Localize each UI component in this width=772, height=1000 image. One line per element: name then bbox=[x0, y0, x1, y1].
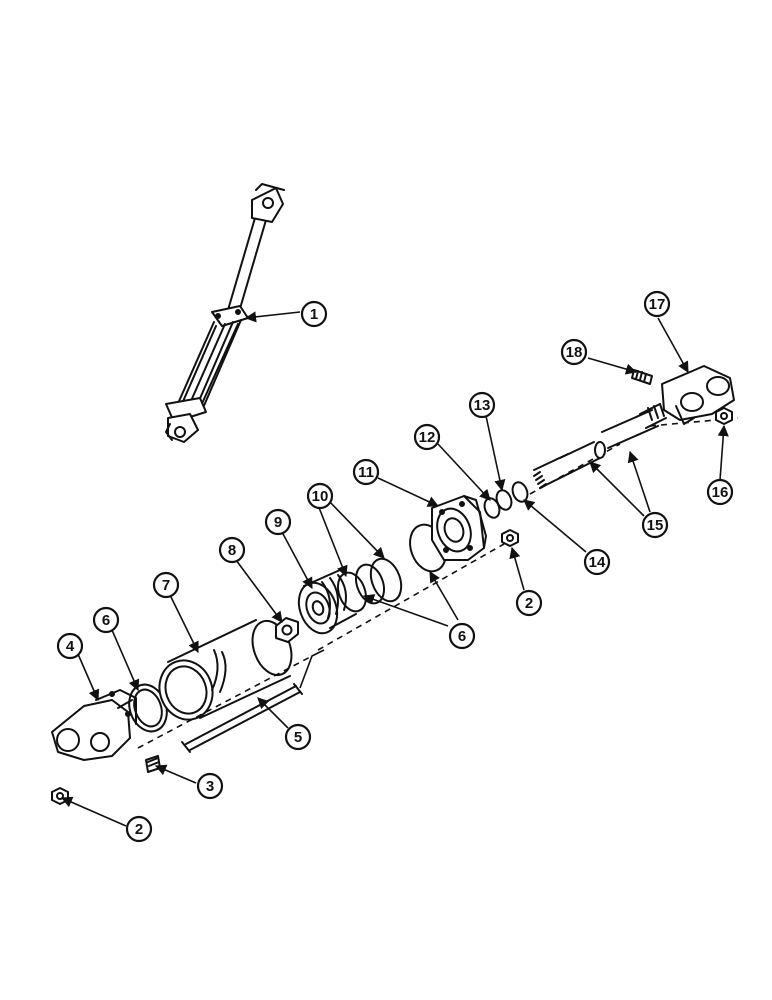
callout-7-label: 7 bbox=[162, 577, 170, 594]
callout-8-label: 8 bbox=[228, 542, 236, 559]
callout-14: 14 bbox=[583, 548, 611, 576]
callout-6-left: 6 bbox=[92, 606, 120, 634]
callout-2-lower-label: 2 bbox=[135, 821, 143, 838]
piston-part bbox=[297, 569, 357, 635]
callout-10-label: 10 bbox=[312, 488, 329, 505]
callout-13: 13 bbox=[468, 391, 496, 419]
callout-2-upper: 2 bbox=[515, 589, 543, 617]
callout-9-label: 9 bbox=[274, 514, 282, 531]
base-end-cap-part bbox=[51, 689, 137, 761]
callout-4: 4 bbox=[56, 632, 84, 660]
callout-1-label: 1 bbox=[310, 306, 318, 323]
nut-part-lower bbox=[51, 787, 69, 805]
callout-15: 15 bbox=[641, 511, 669, 539]
callout-16: 16 bbox=[706, 478, 734, 506]
callout-6-right: 6 bbox=[448, 622, 476, 650]
callout-15-label: 15 bbox=[647, 517, 664, 534]
callout-6-left-label: 6 bbox=[102, 612, 110, 629]
piston-nut-part bbox=[275, 617, 299, 643]
callout-3: 3 bbox=[196, 772, 224, 800]
wiper-seal-part bbox=[483, 497, 501, 519]
rod-end-head-part bbox=[431, 495, 487, 561]
callout-9: 9 bbox=[264, 508, 292, 536]
callout-1: 1 bbox=[300, 300, 328, 328]
leader-lines bbox=[60, 311, 729, 827]
callout-11-label: 11 bbox=[358, 464, 374, 481]
rod-seal-part bbox=[511, 481, 529, 503]
barrel-tube-part bbox=[158, 619, 293, 721]
callout-2-lower: 2 bbox=[125, 815, 153, 843]
callout-17-label: 17 bbox=[649, 296, 666, 313]
callout-4-label: 4 bbox=[66, 638, 75, 655]
callout-13-label: 13 bbox=[474, 397, 491, 414]
set-screw-part bbox=[145, 755, 161, 773]
back-up-ring-part bbox=[495, 489, 513, 511]
callout-14-label: 14 bbox=[589, 554, 606, 571]
callout-6-right-label: 6 bbox=[458, 628, 466, 645]
assembly-centerline bbox=[137, 417, 739, 749]
callout-10: 10 bbox=[306, 482, 334, 510]
callout-5: 5 bbox=[284, 723, 312, 751]
nut-part-upper bbox=[501, 529, 519, 547]
callout-2-upper-label: 2 bbox=[525, 595, 533, 612]
tie-rod-part bbox=[181, 683, 303, 753]
assembled-cylinder-drawing bbox=[165, 183, 285, 443]
callout-3-label: 3 bbox=[206, 778, 214, 795]
callout-11: 11 bbox=[352, 458, 380, 486]
callout-5-label: 5 bbox=[294, 729, 302, 746]
rod-clevis-part bbox=[661, 365, 735, 425]
callout-7: 7 bbox=[152, 571, 180, 599]
callout-18-label: 18 bbox=[566, 344, 583, 361]
callout-8: 8 bbox=[218, 536, 246, 564]
callout-18: 18 bbox=[560, 338, 588, 366]
callout-16-label: 16 bbox=[712, 484, 729, 501]
callout-12-label: 12 bbox=[419, 429, 436, 446]
piston-rod-part bbox=[533, 403, 667, 489]
callout-12: 12 bbox=[413, 423, 441, 451]
clevis-nut-part bbox=[715, 407, 733, 425]
callout-17: 17 bbox=[643, 290, 671, 318]
